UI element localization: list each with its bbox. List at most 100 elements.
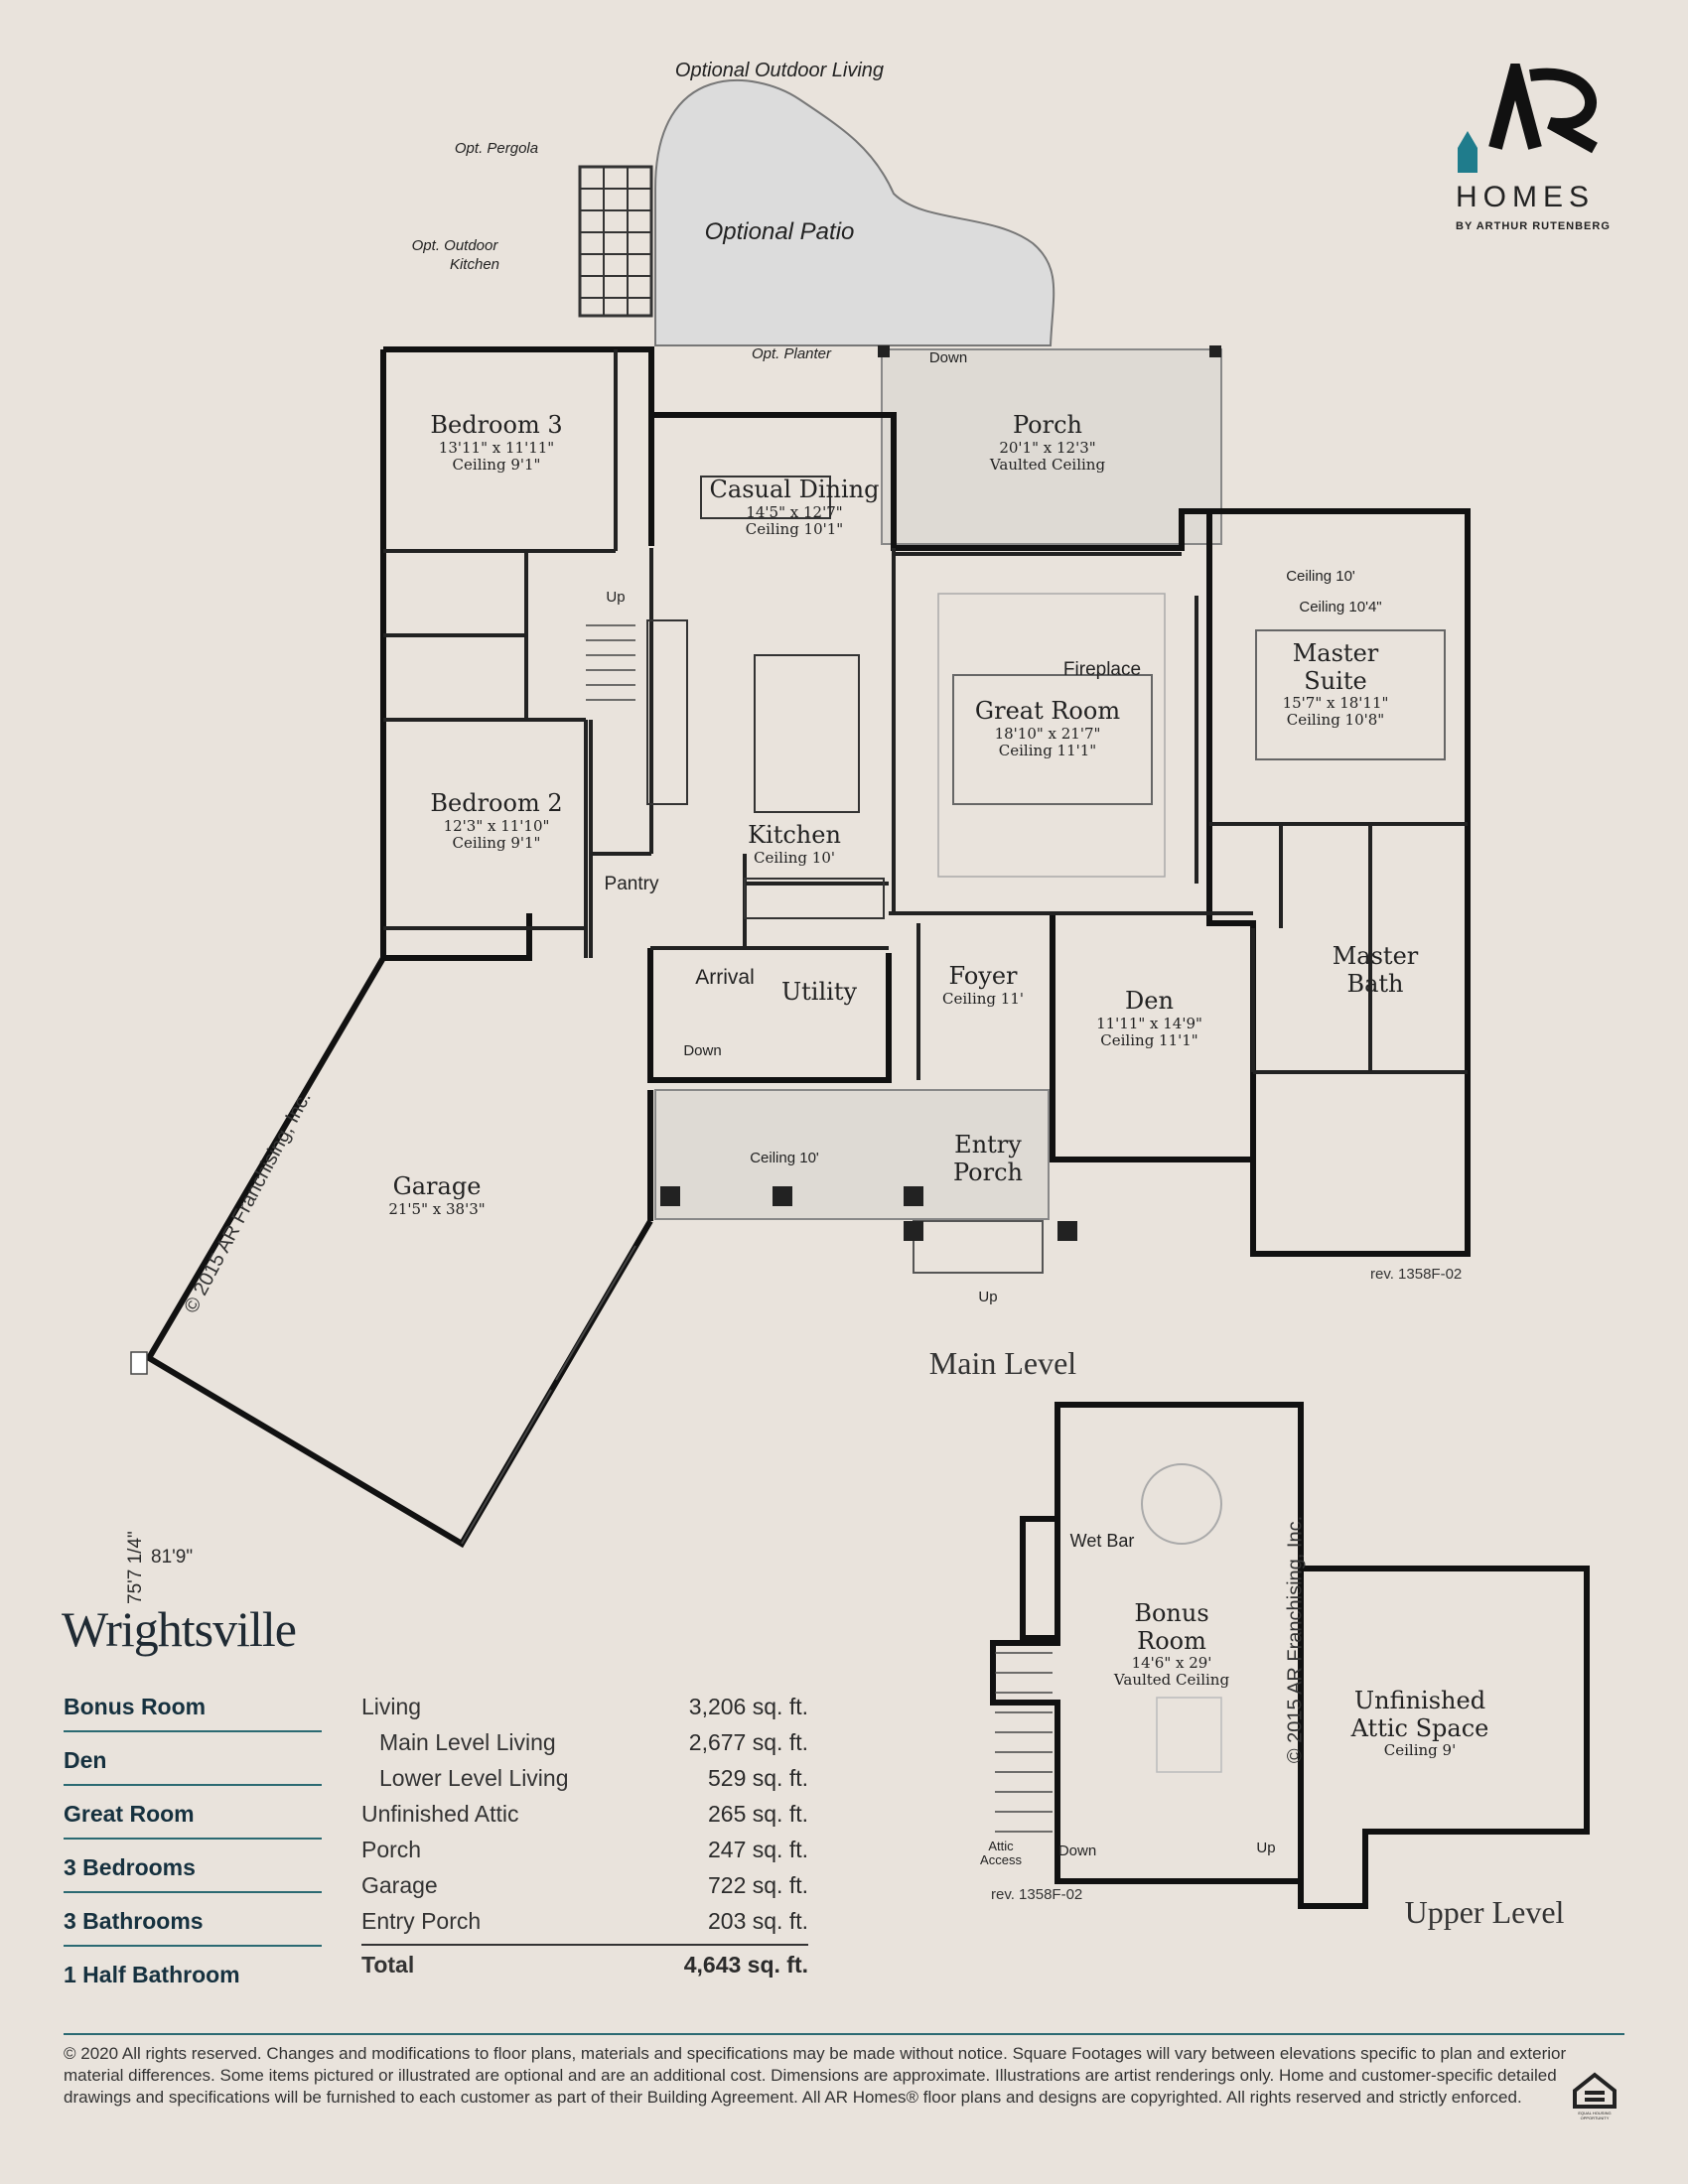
room-attic: Unfinished Attic Space Ceiling 9': [1345, 1687, 1494, 1760]
footer-divider: [64, 2033, 1624, 2035]
entry-porch-ceiling: Ceiling 10': [750, 1150, 819, 1166]
sqft-name: Lower Level Living: [379, 1765, 569, 1791]
sqft-row: Porch 247 sq. ft.: [361, 1837, 808, 1872]
room-bedroom-3: Bedroom 3 13'11" x 11'11" Ceiling 9'1": [397, 411, 596, 474]
bedroom3-name: Bedroom 3: [430, 411, 563, 439]
upper-revision: rev. 1358F-02: [991, 1886, 1083, 1903]
entry-porch-name-1: Entry: [954, 1131, 1022, 1159]
attic-ceiling: Ceiling 9': [1383, 1741, 1457, 1760]
porch-ceiling: Vaulted Ceiling: [989, 455, 1106, 474]
kitchen-island: [754, 654, 860, 813]
main-revision: rev. 1358F-02: [1370, 1266, 1463, 1283]
room-bedroom-2: Bedroom 2 12'3" x 11'10" Ceiling 9'1": [397, 789, 596, 852]
sqft-row: Main Level Living 2,677 sq. ft.: [361, 1729, 808, 1765]
dim-depth: 75'7 1/4": [125, 1531, 146, 1604]
upper-up-label: Up: [1256, 1840, 1276, 1856]
arrival-down-label: Down: [683, 1042, 722, 1059]
logo-byline: BY ARTHUR RUTENBERG: [1456, 220, 1611, 232]
sqft-value: 529 sq. ft.: [707, 1765, 808, 1791]
porch-down-label: Down: [928, 349, 968, 366]
room-master-suite: Master Suite 15'7" x 18'11" Ceiling 10'8…: [1246, 639, 1425, 730]
sqft-row: Entry Porch 203 sq. ft.: [361, 1908, 808, 1944]
sqft-value: 247 sq. ft.: [707, 1837, 808, 1862]
bedroom2-dims: 12'3" x 11'10": [443, 816, 550, 835]
room-utility: Utility: [774, 978, 864, 1007]
den-name: Den: [1125, 987, 1174, 1015]
kitchen-name: Kitchen: [748, 821, 841, 849]
bonus-room-name-2: Room: [1137, 1626, 1206, 1655]
sqft-value: 3,206 sq. ft.: [688, 1694, 808, 1719]
room-porch: Porch 20'1" x 12'3" Vaulted Ceiling: [948, 411, 1147, 474]
master-suite-name-2: Suite: [1304, 666, 1367, 695]
opt-pergola: [578, 165, 653, 318]
room-kitchen: Kitchen Ceiling 10': [735, 821, 854, 867]
utility-name: Utility: [780, 978, 858, 1006]
bedroom3-dims: 13'11" x 11'11": [438, 438, 555, 457]
den-ceiling: Ceiling 11'1": [1100, 1030, 1198, 1049]
room-entry-porch: Entry Porch: [938, 1131, 1038, 1186]
foyer-name: Foyer: [948, 962, 1018, 990]
optional-patio-outline: [654, 78, 1055, 346]
master-ceiling-a: Ceiling 10': [1286, 568, 1355, 585]
master-bath-name-1: Master: [1332, 942, 1419, 970]
footer-disclaimer: © 2020 All rights reserved. Changes and …: [64, 2044, 1567, 2108]
sqft-row: Lower Level Living 529 sq. ft.: [361, 1765, 808, 1801]
sqft-total-name: Total: [361, 1952, 415, 1978]
sqft-name: Living: [361, 1694, 422, 1719]
stairs-up-label: Up: [606, 589, 626, 606]
entry-up-label: Up: [978, 1289, 998, 1305]
great-room-ceiling: Ceiling 11'1": [998, 741, 1097, 759]
master-ceiling-b: Ceiling 10'4": [1299, 599, 1382, 615]
bedroom2-name: Bedroom 2: [430, 789, 563, 817]
porch-outline: [881, 348, 1222, 545]
bedroom3-ceiling: Ceiling 9'1": [452, 455, 541, 474]
attic-access-2: Access: [980, 1852, 1022, 1867]
attic-name-1: Unfinished: [1353, 1687, 1486, 1714]
logo-wordmark: HOMES: [1456, 181, 1596, 213]
sqft-row: Living 3,206 sq. ft.: [361, 1694, 808, 1729]
optional-outdoor-living-note: Optional Outdoor Living: [674, 60, 885, 81]
entry-porch-outline: [654, 1089, 1050, 1220]
upper-down-label: Down: [1057, 1843, 1097, 1859]
attic-name-2: Attic Space: [1350, 1713, 1489, 1742]
master-bed: [1255, 629, 1446, 760]
room-den: Den 11'11" x 14'9" Ceiling 11'1": [1072, 987, 1226, 1049]
main-level-title: Main Level: [928, 1345, 1077, 1381]
sqft-value: 203 sq. ft.: [707, 1908, 808, 1934]
porch-name: Porch: [1013, 411, 1082, 439]
feature-item: Great Room: [64, 1801, 322, 1840]
sqft-name: Main Level Living: [379, 1729, 556, 1755]
opt-outdoor-kitchen-note-1: Opt. Outdoor: [411, 237, 498, 254]
sqft-value: 2,677 sq. ft.: [688, 1729, 808, 1755]
bedroom2-ceiling: Ceiling 9'1": [452, 833, 541, 852]
sqft-name: Unfinished Attic: [361, 1801, 519, 1827]
great-room-rug: [937, 593, 1166, 878]
dim-width: 81'9": [151, 1547, 194, 1568]
master-suite-dims: 15'7" x 18'11": [1282, 694, 1389, 713]
optional-patio-label: Optional Patio: [704, 218, 855, 245]
master-bath-name-2: Bath: [1346, 969, 1404, 998]
house-icon: [1569, 2067, 1620, 2118]
bonus-room-name-1: Bonus: [1134, 1599, 1209, 1627]
dining-table: [700, 476, 831, 519]
room-foyer: Foyer Ceiling 11': [933, 962, 1033, 1008]
pantry-label: Pantry: [604, 874, 659, 894]
room-bonus-room: Bonus Room 14'6" x 29' Vaulted Ceiling: [1092, 1599, 1251, 1690]
sqft-total-value: 4,643 sq. ft.: [683, 1952, 808, 1978]
room-great-room: Great Room 18'10" x 21'7" Ceiling 11'1": [948, 697, 1147, 759]
ar-homes-logo: HOMES BY ARTHUR RUTENBERG: [1456, 46, 1644, 242]
sqft-name: Garage: [361, 1872, 438, 1898]
opt-outdoor-kitchen-note-2: Kitchen: [449, 256, 500, 273]
room-garage: Garage 21'5" x 38'3": [367, 1172, 506, 1218]
equal-housing-opportunity-logo: EQUAL HOUSING OPPORTUNITY: [1569, 2067, 1620, 2120]
casual-dining-dims: 14'5" x 12'7": [746, 502, 843, 521]
foyer-ceiling: Ceiling 11': [942, 989, 1024, 1008]
sqft-total-row: Total 4,643 sq. ft.: [361, 1944, 808, 1987]
plan-name: Wrightsville: [62, 1601, 297, 1657]
wet-bar-label: Wet Bar: [1069, 1531, 1135, 1551]
den-dims: 11'11" x 14'9": [1096, 1014, 1202, 1032]
porch-dims: 20'1" x 12'3": [999, 438, 1096, 457]
sqft-value: 265 sq. ft.: [707, 1801, 808, 1827]
upper-level-title: Upper Level: [1404, 1894, 1565, 1930]
